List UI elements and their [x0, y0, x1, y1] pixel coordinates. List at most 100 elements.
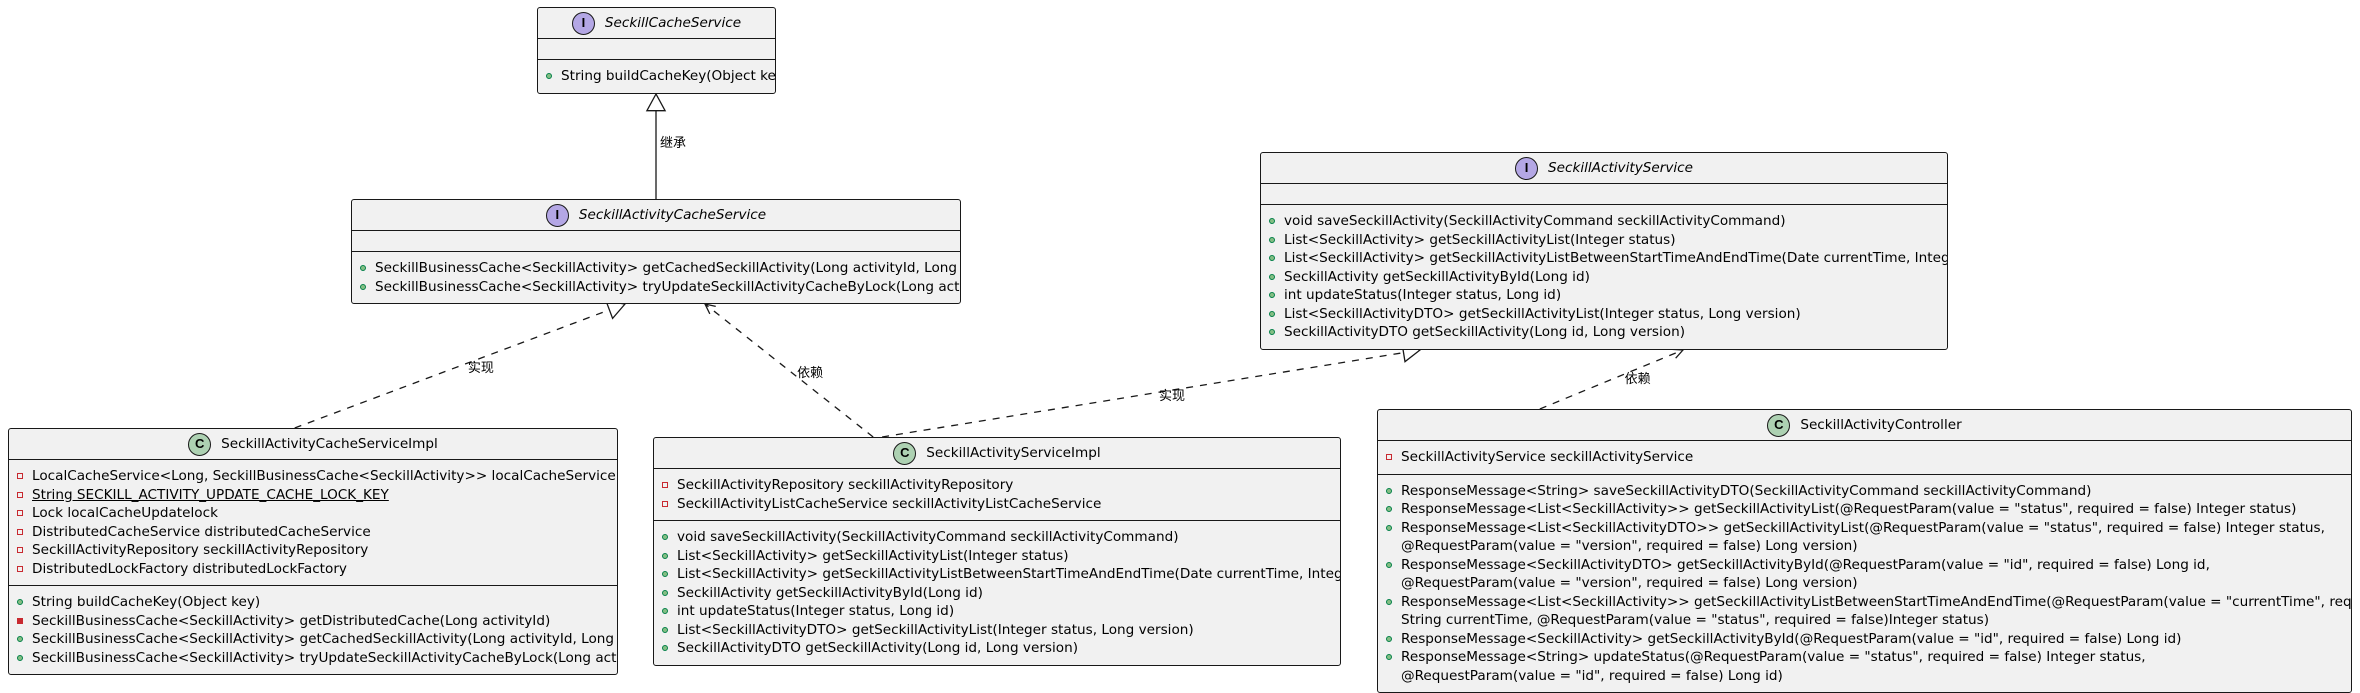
continuation-indent — [1386, 611, 1396, 630]
method-row: ResponseMessage<String> updateStatus(@Re… — [1386, 648, 2345, 667]
method-row: List<SeckillActivityDTO> getSeckillActiv… — [1269, 305, 1941, 324]
method-row: SeckillBusinessCache<SeckillActivity> ge… — [17, 612, 611, 631]
visibility-marker — [662, 552, 668, 559]
public-visibility-icon — [1269, 249, 1279, 268]
method-text: List<SeckillActivity> getSeckillActivity… — [1284, 250, 1948, 266]
class-icon: C — [188, 432, 212, 456]
method-text: List<SeckillActivity> getSeckillActivity… — [677, 547, 1069, 564]
method-row: int updateStatus(Integer status, Long id… — [1269, 286, 1941, 305]
private-field-icon — [17, 486, 27, 505]
method-row: void saveSeckillActivity(SeckillActivity… — [662, 528, 1334, 547]
public-visibility-icon — [1386, 593, 1396, 612]
method-row: SeckillBusinessCache<SeckillActivity> tr… — [360, 278, 960, 297]
method-continuation: @RequestParam(value = "version", require… — [1386, 574, 2345, 593]
public-visibility-icon — [1269, 305, 1279, 324]
relation-label-implements: 实现 — [467, 361, 494, 376]
visibility-marker — [662, 589, 668, 596]
public-visibility-icon — [546, 67, 556, 86]
public-visibility-icon — [360, 259, 370, 278]
visibility-marker — [1386, 561, 1392, 568]
method-row: ResponseMessage<List<SeckillActivityDTO>… — [1386, 519, 2345, 538]
class-header: C SeckillActivityServiceImpl — [654, 438, 1340, 468]
field-text: DistributedCacheService distributedCache… — [32, 523, 371, 540]
private-field-icon — [17, 467, 27, 486]
class-name: SeckillCacheService — [604, 14, 742, 31]
public-visibility-icon — [662, 602, 672, 621]
public-visibility-icon — [1269, 212, 1279, 231]
method-text: List<SeckillActivity> getSeckillActivity… — [1284, 231, 1676, 248]
public-visibility-icon — [17, 630, 27, 649]
method-text: String buildCacheKey(Object key) — [32, 594, 261, 610]
visibility-marker — [17, 599, 23, 606]
visibility-marker — [1269, 236, 1275, 243]
method-text: SeckillBusinessCache<SeckillActivity> ge… — [32, 612, 551, 629]
relation-label-depends: 依赖 — [797, 365, 824, 381]
method-row: SeckillBusinessCache<SeckillActivity> ge… — [17, 630, 614, 649]
visibility-marker — [662, 645, 668, 652]
method-row: SeckillBusinessCache<SeckillActivity> ge… — [360, 259, 957, 278]
interface-icon: I — [571, 11, 595, 35]
method-row: SeckillActivity getSeckillActivityById(L… — [1269, 268, 1941, 287]
class-name: SeckillActivityController — [1800, 416, 1962, 433]
field-text: SeckillActivityService seckillActivitySe… — [1401, 449, 1694, 465]
open-arrowhead-icon — [1671, 348, 1685, 359]
method-text: SeckillActivity getSeckillActivityById(L… — [1284, 268, 1590, 285]
class-name: SeckillActivityCacheServiceImpl — [221, 435, 438, 452]
visibility-marker — [17, 473, 23, 480]
public-visibility-icon — [662, 547, 672, 566]
method-text: @RequestParam(value = "version", require… — [1401, 575, 1858, 591]
class-name: SeckillActivityServiceImpl — [926, 444, 1101, 461]
fields-section: SeckillActivityService seckillActivitySe… — [1378, 440, 2351, 474]
class-icon: C — [893, 441, 917, 465]
method-row: String buildCacheKey(Object key) — [546, 67, 775, 86]
method-text: ResponseMessage<SeckillActivity> getSeck… — [1401, 630, 2182, 647]
method-text: SeckillBusinessCache<SeckillActivity> ge… — [32, 631, 618, 647]
public-visibility-icon — [360, 278, 370, 297]
visibility-marker — [360, 265, 366, 272]
continuation-indent — [1386, 574, 1396, 593]
visibility-marker — [1386, 635, 1392, 642]
field-row: SeckillActivityRepository seckillActivit… — [17, 541, 611, 560]
method-text: SeckillActivityDTO getSeckillActivity(Lo… — [677, 640, 1079, 656]
private-field-icon — [17, 504, 27, 523]
method-text: ResponseMessage<List<SeckillActivity>> g… — [1401, 593, 2352, 610]
field-row: String SECKILL_ACTIVITY_UPDATE_CACHE_LOC… — [17, 486, 611, 505]
field-text: LocalCacheService<Long, SeckillBusinessC… — [32, 468, 616, 484]
visibility-marker — [662, 482, 668, 489]
field-row: SeckillActivityListCacheService seckillA… — [662, 495, 1334, 514]
relation-label-implements: 实现 — [1159, 388, 1186, 404]
field-text: SeckillActivityRepository seckillActivit… — [677, 477, 1014, 493]
public-visibility-icon — [662, 621, 672, 640]
visibility-marker — [1269, 273, 1275, 280]
methods-section: String buildCacheKey(Object key) SeckillB… — [9, 585, 617, 674]
method-text: ResponseMessage<List<SeckillActivityDTO>… — [1401, 519, 2325, 536]
visibility-marker — [1386, 524, 1392, 531]
visibility-marker — [662, 500, 668, 507]
fields-section — [352, 230, 960, 251]
visibility-marker — [17, 654, 23, 661]
visibility-marker — [17, 565, 23, 572]
private-field-icon — [662, 495, 672, 514]
public-visibility-icon — [1386, 500, 1396, 519]
method-text: ResponseMessage<List<SeckillActivity>> g… — [1401, 501, 2297, 517]
open-arrowhead-icon — [703, 303, 716, 315]
method-text: SeckillActivity getSeckillActivityById(L… — [677, 584, 983, 601]
method-text: SeckillBusinessCache<SeckillActivity> ge… — [375, 260, 961, 276]
private-field-icon — [17, 541, 27, 560]
class-name: SeckillActivityCacheService — [578, 206, 767, 223]
method-continuation: String currentTime, @RequestParam(value … — [1386, 611, 2345, 630]
public-visibility-icon — [17, 593, 27, 612]
visibility-marker — [1386, 506, 1392, 513]
public-visibility-icon — [1386, 482, 1396, 501]
method-row: String buildCacheKey(Object key) — [17, 593, 611, 612]
field-row: Lock localCacheUpdatelock — [17, 504, 611, 523]
method-row: ResponseMessage<List<SeckillActivity>> g… — [1386, 593, 2351, 612]
